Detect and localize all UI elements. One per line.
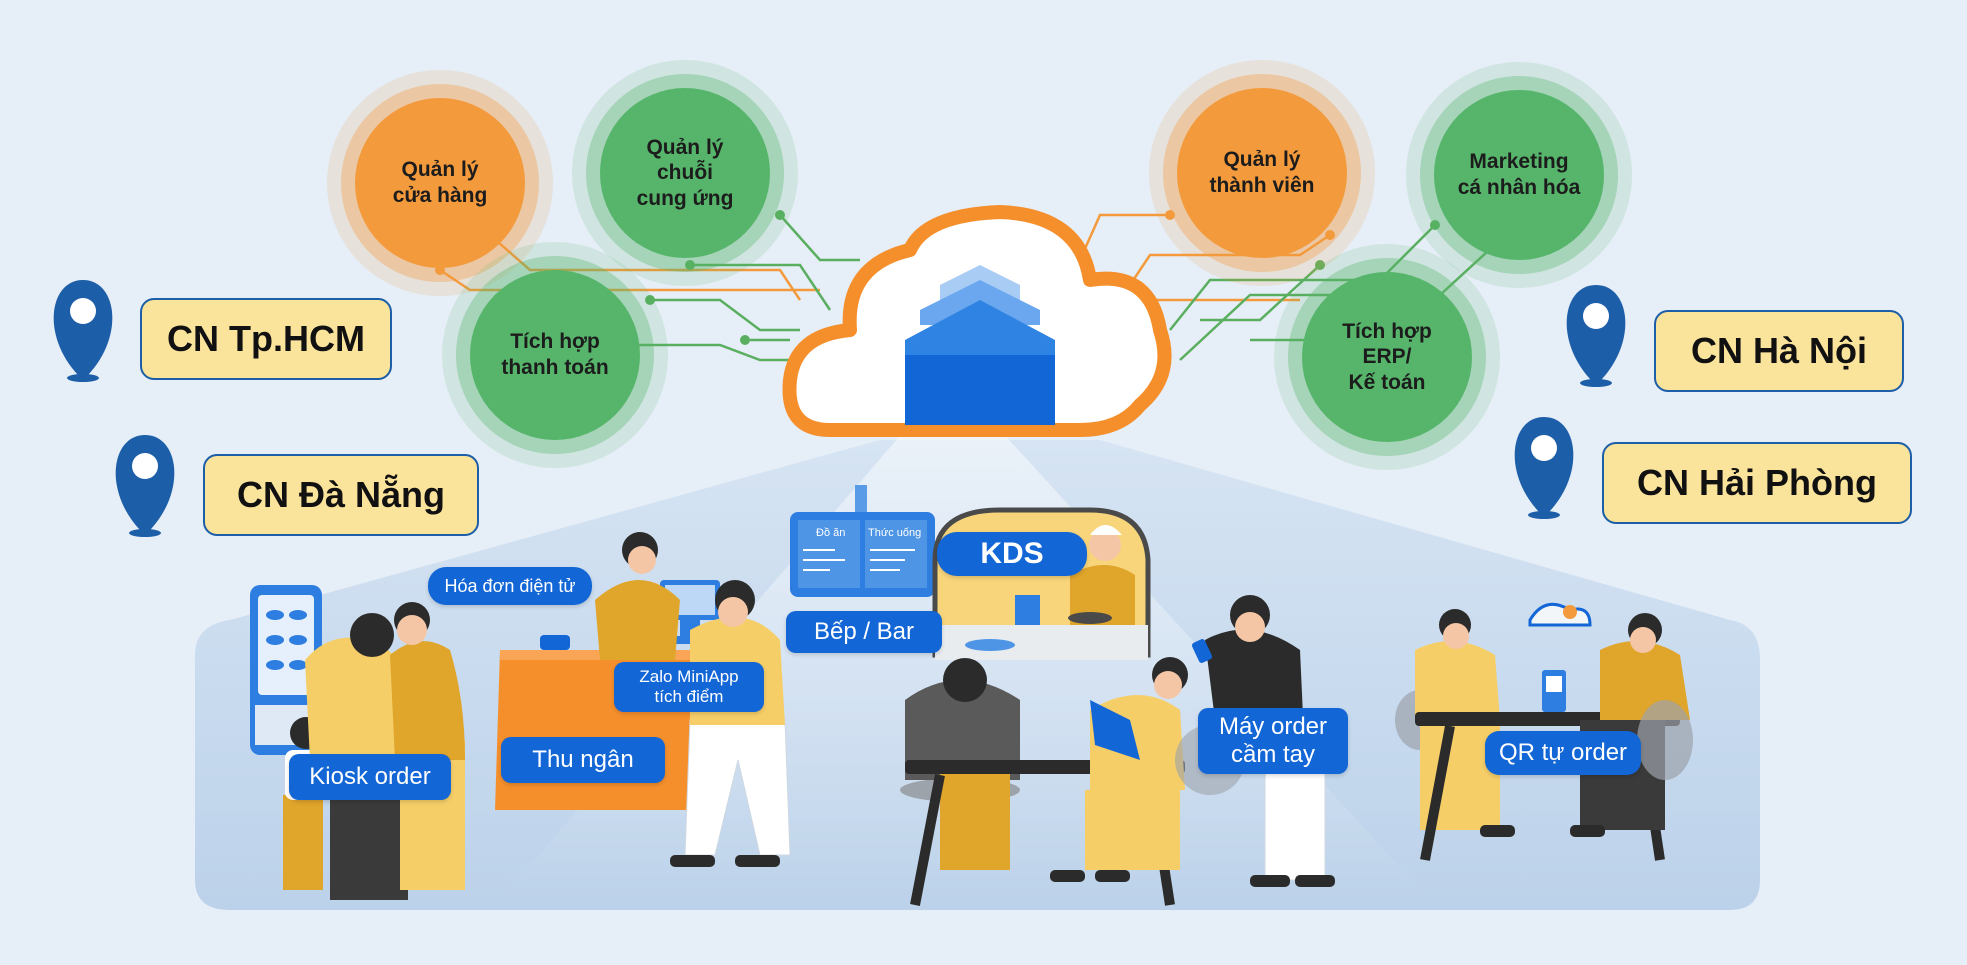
feature-member-management: Quản lý thành viên: [1177, 88, 1347, 258]
feature-payment-integration: Tích hợp thanh toán: [470, 270, 640, 440]
kds-screen-food: Đồ ăn: [816, 527, 846, 539]
feature-erp-accounting: Tích hợp ERP/ Kế toán: [1302, 272, 1472, 442]
einvoice-label: Hóa đơn điện tử: [428, 567, 592, 605]
kds-label: KDS: [937, 532, 1087, 576]
feature-personalized-marketing: Marketing cá nhân hóa: [1434, 90, 1604, 260]
feature-store-management: Quản lý cửa hàng: [355, 98, 525, 268]
kds-monitor: [790, 485, 935, 597]
circuit-lines-orange: [439, 213, 1331, 302]
kitchen-bar-label: Bếp / Bar: [786, 611, 942, 653]
branch-hanoi: CN Hà Nội: [1654, 310, 1904, 392]
branch-haiphong: CN Hải Phòng: [1602, 442, 1912, 524]
kds-screen-drink: Thức uống: [868, 527, 922, 539]
kiosk-order-label: Kiosk order: [289, 754, 451, 800]
cashier-label: Thu ngân: [501, 737, 665, 783]
cloud-store-icon: [782, 205, 1172, 437]
location-pin-icon: [53, 280, 1626, 537]
kiosk-illustration: [250, 585, 322, 755]
qr-self-order-label: QR tự order: [1485, 731, 1641, 775]
branch-hcm: CN Tp.HCM: [140, 298, 392, 380]
zalo-miniapp-label: Zalo MiniApp tích điểm: [614, 662, 764, 712]
circuit-lines-green: [630, 214, 1501, 362]
feature-supply-chain: Quản lý chuỗi cung ứng: [600, 88, 770, 258]
branch-danang: CN Đà Nẵng: [203, 454, 479, 536]
cashier-staff: [595, 532, 680, 660]
handheld-order-label: Máy order cầm tay: [1198, 708, 1348, 774]
